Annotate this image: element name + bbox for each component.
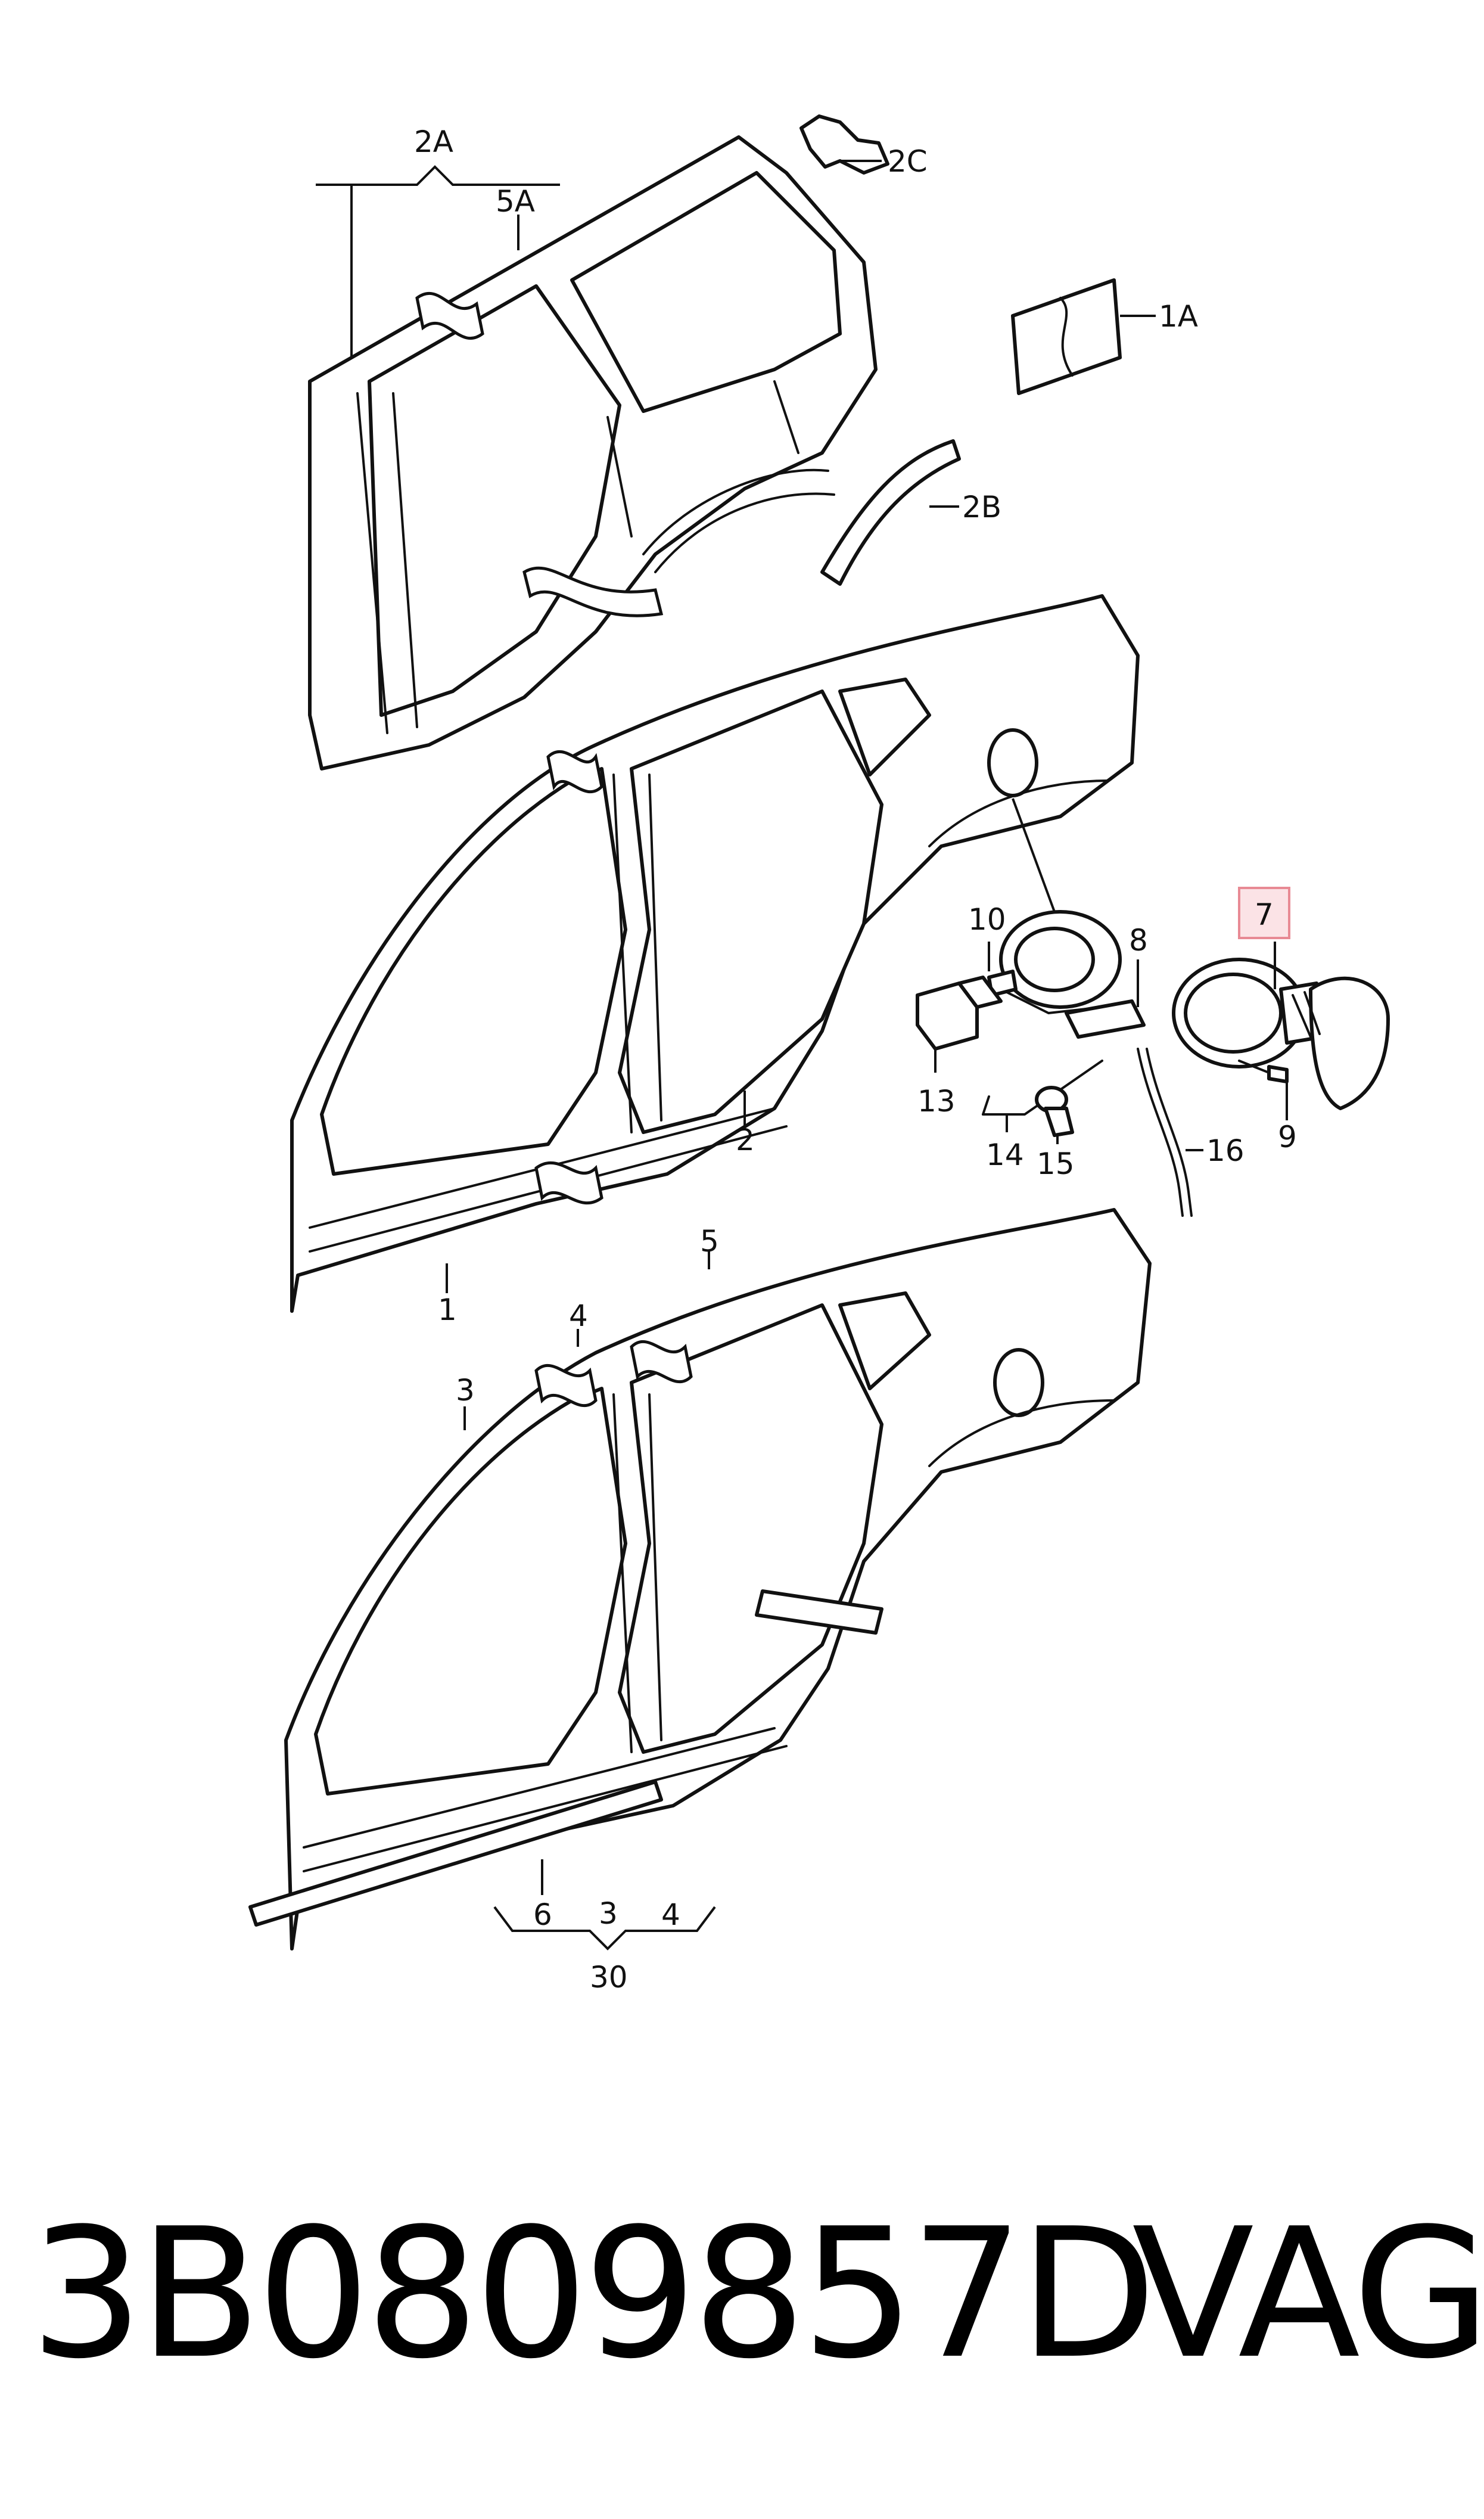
callout-10: 10 [968, 902, 1006, 937]
callout-2A: 2A [414, 125, 453, 159]
callout-30: 30 [590, 1960, 628, 1995]
drain-hose-16 [1137, 1048, 1193, 1217]
callout-5: 5 [700, 1224, 719, 1259]
brand-name: VAG [1132, 2190, 1484, 2398]
callout-2C: 2C [888, 144, 928, 179]
callout-6: 6 [533, 1897, 552, 1932]
rod-14 [982, 1060, 1103, 1116]
callout-1A: 1A [1159, 299, 1198, 334]
callout-13: 13 [917, 1084, 956, 1119]
callout-15: 15 [1037, 1147, 1075, 1181]
sedan-outer-panel [248, 1208, 1152, 1950]
clip-2c [799, 114, 889, 175]
callout-2: 2 [736, 1123, 755, 1157]
callout-8: 8 [1129, 923, 1148, 958]
callout-3: 3 [456, 1373, 475, 1408]
callout-3b: 3 [599, 1896, 618, 1931]
sedan-side-panel [290, 594, 1140, 1313]
callout-9: 9 [1278, 1120, 1297, 1154]
part-number: 3B0809857D [30, 2190, 1157, 2398]
label-sheet-1a [1011, 278, 1122, 395]
estate-side-panel [308, 135, 878, 771]
callout-5A: 5A [496, 184, 535, 219]
bracket-8 [1065, 999, 1146, 1039]
callout-14: 14 [986, 1138, 1024, 1172]
actuator-13 [916, 976, 1003, 1051]
callout-1: 1 [438, 1293, 457, 1327]
trim-strip-2b [820, 439, 961, 586]
leader-lines [316, 160, 1288, 1950]
fuel-flap-unit-7 [1172, 958, 1390, 1110]
callout-7: 7 [1255, 897, 1274, 932]
fuel-filler-housing-10 [987, 910, 1122, 1014]
callout-2B: 2B [962, 490, 1001, 524]
highlight-box-7 [1238, 887, 1290, 939]
callout-4: 4 [569, 1299, 588, 1333]
callout-4b: 4 [661, 1897, 680, 1932]
callout-16: 16 [1206, 1133, 1245, 1168]
screw-15 [1035, 1086, 1074, 1137]
flap-leader [1012, 798, 1056, 912]
